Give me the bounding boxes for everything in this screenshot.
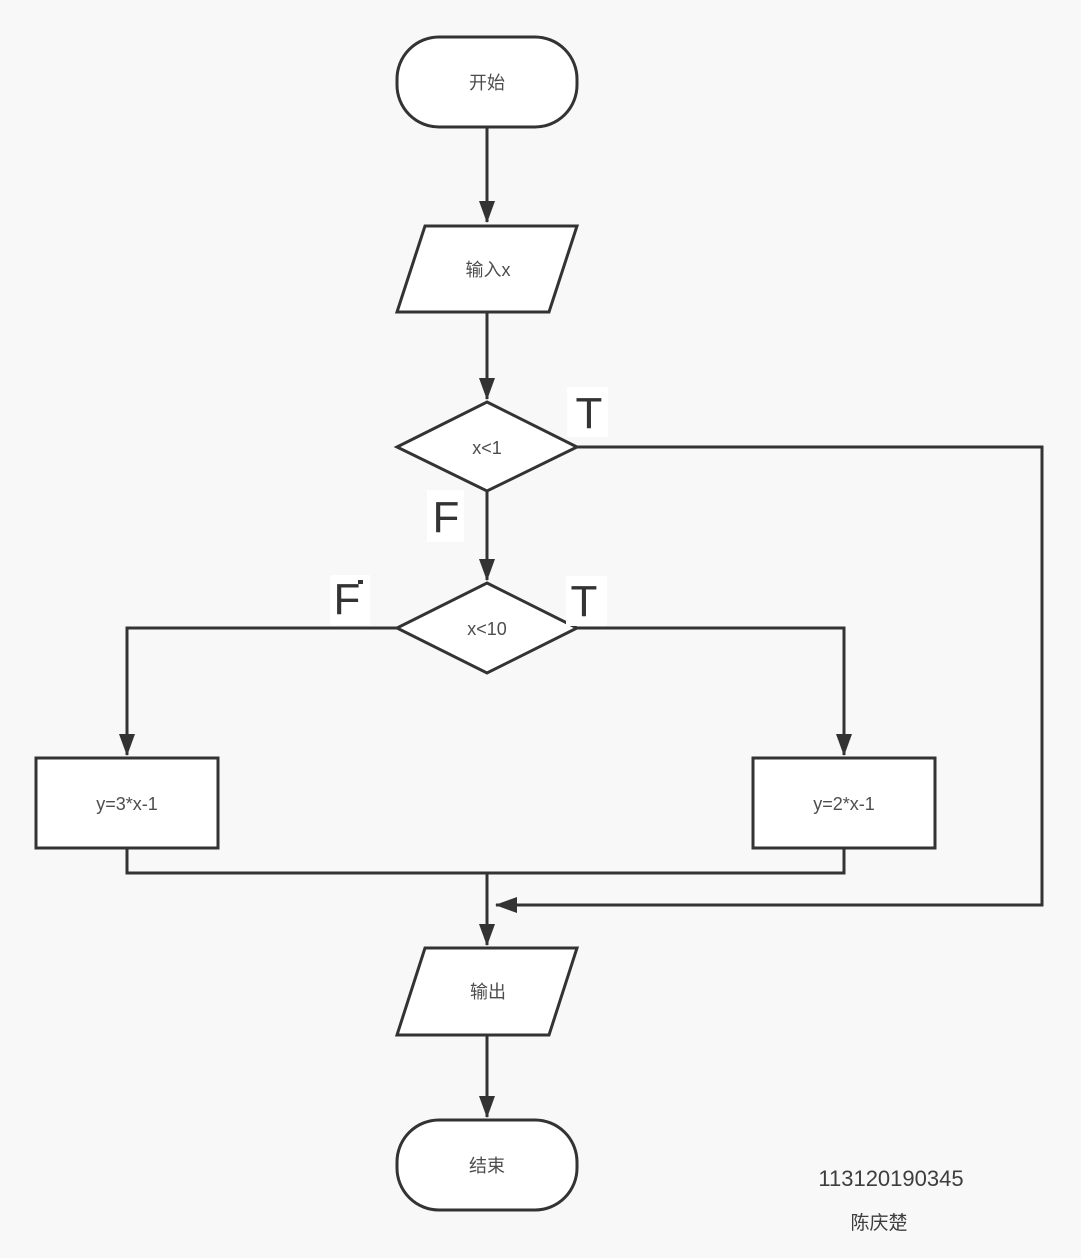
decision1-false-label: F <box>433 493 460 542</box>
end-terminal-shape <box>395 1118 579 1212</box>
process-right-rect-shape <box>751 756 937 850</box>
branch-label-decision1-true: T <box>567 387 608 438</box>
start-terminal-shape <box>395 35 579 129</box>
branch-label-decision2-false: F <box>330 575 370 625</box>
branch-label-decision2-true: T <box>566 576 607 626</box>
node-output: 输出 <box>394 946 580 1037</box>
edge-process-right-to-join <box>487 848 846 875</box>
branch-label-bg <box>330 575 370 625</box>
branch-label-bg <box>427 490 464 542</box>
output-label: 输出 <box>470 982 506 1002</box>
decision2-true-label: T <box>571 577 598 626</box>
author-name-text: 陈庆楚 <box>850 1212 907 1234</box>
decision1-diamond-shape <box>393 400 581 493</box>
edge-decision1-true-to-merge <box>495 445 1044 913</box>
decision2-diamond-shape <box>393 581 581 675</box>
decision2-false-label: F <box>334 575 361 624</box>
decision1-label: x<1 <box>472 438 502 458</box>
process-right-label: y=2*x-1 <box>813 794 875 814</box>
stray-mark <box>358 580 363 584</box>
branch-label-bg <box>567 387 608 437</box>
edge-process-left-to-join <box>125 848 487 875</box>
input-label: 输入x <box>466 260 511 280</box>
branch-label-bg <box>566 576 607 626</box>
decision1-true-label: T <box>576 389 603 438</box>
decision2-label: x<10 <box>467 619 507 639</box>
start-label: 开始 <box>469 73 505 93</box>
node-decision-x-lt-10: x<10 <box>393 581 581 675</box>
node-process-left: y=3*x-1 <box>34 756 220 850</box>
node-process-right: y=2*x-1 <box>751 756 937 850</box>
node-start: 开始 <box>395 35 579 129</box>
output-parallelogram-shape <box>394 946 580 1037</box>
node-end: 结束 <box>395 1118 579 1212</box>
end-label: 结束 <box>469 1156 505 1176</box>
node-input: 输入x <box>394 224 580 314</box>
edge-decision2-false-to-process-left <box>119 626 397 756</box>
edge-decision2-true-to-process-right <box>577 626 852 756</box>
process-left-label: y=3*x-1 <box>96 794 158 814</box>
student-id-text: 113120190345 <box>818 1166 963 1191</box>
node-decision-x-lt-1: x<1 <box>393 400 581 493</box>
input-parallelogram-shape <box>394 224 580 314</box>
branch-label-decision1-false: F <box>427 490 464 542</box>
process-left-rect-shape <box>34 756 220 850</box>
